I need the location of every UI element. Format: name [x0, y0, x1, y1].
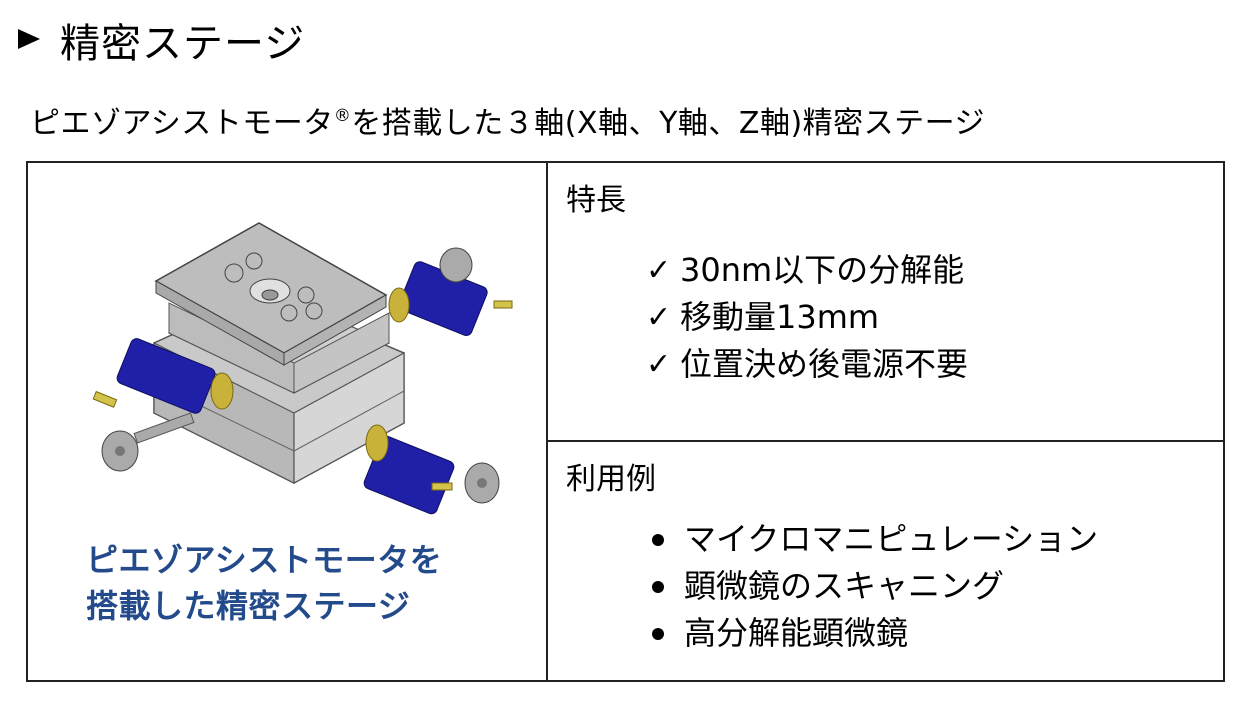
subtitle-text-after: を搭載した３軸(X軸、Y軸、Z軸)精密ステージ — [351, 106, 986, 141]
use-label: 顕微鏡のスキャニング — [684, 567, 1005, 605]
caption-line-1: ピエゾアシストモータを — [86, 541, 443, 579]
subtitle-text-before: ピエゾアシストモータ — [30, 106, 334, 141]
check-icon: ✓ — [646, 300, 672, 335]
check-icon: ✓ — [646, 253, 672, 288]
list-item: マイクロマニピュレーション — [646, 516, 1098, 563]
page-subtitle: ピエゾアシストモータ®を搭載した３軸(X軸、Y軸、Z軸)精密ステージ — [30, 94, 985, 146]
page-title: 精密ステージ — [18, 14, 305, 74]
product-table: ピエゾアシストモータを 搭載した精密ステージ 特長 ✓30nm以下の分解能 ✓移… — [26, 161, 1225, 682]
uses-heading: 利用例 — [566, 462, 656, 497]
use-label: マイクロマニピュレーション — [684, 520, 1099, 558]
features-cell: 特長 ✓30nm以下の分解能 ✓移動量13mm ✓位置決め後電源不要 — [548, 163, 1223, 442]
bullet-icon — [652, 580, 664, 593]
list-item: ✓30nm以下の分解能 — [646, 247, 968, 294]
use-label: 高分解能顕微鏡 — [684, 614, 909, 652]
list-item: 高分解能顕微鏡 — [646, 610, 1098, 657]
features-list: ✓30nm以下の分解能 ✓移動量13mm ✓位置決め後電源不要 — [646, 247, 968, 388]
product-image-cell: ピエゾアシストモータを 搭載した精密ステージ — [28, 163, 548, 680]
feature-label: 30nm以下の分解能 — [680, 251, 965, 289]
features-heading: 特長 — [566, 183, 626, 218]
list-item: 顕微鏡のスキャニング — [646, 563, 1098, 610]
list-item: ✓移動量13mm — [646, 294, 968, 341]
caption-line-2: 搭載した精密ステージ — [86, 587, 411, 625]
page-title-text: 精密ステージ — [60, 21, 306, 67]
product-caption: ピエゾアシストモータを 搭載した精密ステージ — [86, 537, 442, 629]
list-item: ✓位置決め後電源不要 — [646, 341, 968, 388]
triangle-right-icon — [18, 29, 40, 49]
uses-list: マイクロマニピュレーション 顕微鏡のスキャニング 高分解能顕微鏡 — [646, 516, 1098, 657]
check-icon: ✓ — [646, 347, 672, 382]
precision-stage-image — [92, 222, 513, 515]
registered-mark: ® — [333, 106, 352, 126]
bullet-icon — [652, 533, 664, 546]
feature-label: 移動量13mm — [680, 298, 880, 336]
feature-label: 位置決め後電源不要 — [680, 345, 969, 383]
uses-cell: 利用例 マイクロマニピュレーション 顕微鏡のスキャニング 高分解能顕微鏡 — [548, 442, 1223, 680]
bullet-icon — [652, 627, 664, 640]
